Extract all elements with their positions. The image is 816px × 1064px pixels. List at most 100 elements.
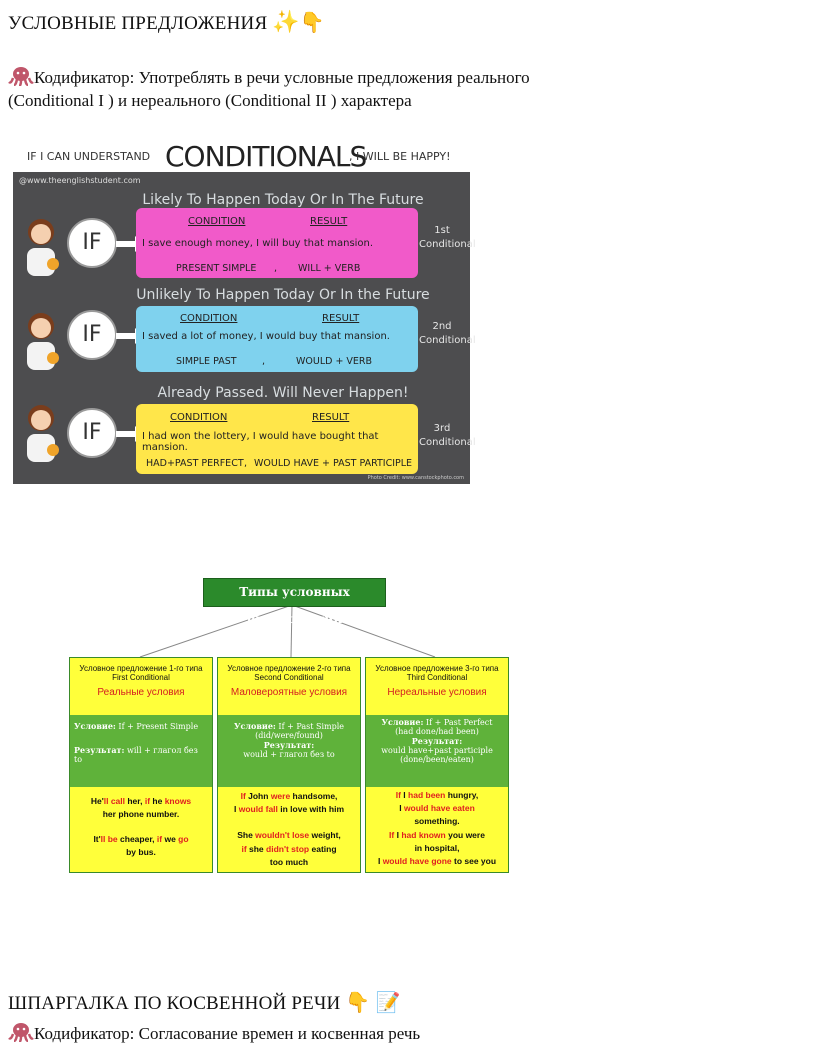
condition-label: CONDITION: [180, 313, 238, 324]
highlighted-word: If: [389, 830, 395, 840]
conditional-tag: 2nd Conditional: [419, 320, 476, 348]
rule-text: (had done/had been): [395, 727, 479, 736]
title2-text: ШПАРГАЛКА ПО КОСВЕННОЙ РЕЧИ: [8, 993, 341, 1014]
highlighted-word: had been: [408, 790, 446, 800]
form-left: SIMPLE PAST: [176, 356, 237, 367]
example-line: He'll call her, if he knows: [70, 795, 212, 808]
example-line: in hospital,: [366, 841, 508, 855]
rule-line: Результат:: [370, 736, 504, 746]
memo-icon: 📝: [375, 990, 401, 1014]
rule-line: Условие: If + Past Simple: [222, 721, 356, 731]
column-rules: Условие: If + Past Perfect (had done/had…: [366, 715, 508, 787]
column-head-subtitle: Second Conditional: [254, 673, 324, 682]
column-head-type: Нереальные условия: [387, 687, 487, 698]
rule-text: will + глагол без to: [74, 746, 198, 764]
rule-line: (did/were/found): [222, 731, 356, 740]
example-sentence: I saved a lot of money, I would buy that…: [142, 331, 390, 342]
example-text: he: [150, 796, 165, 806]
example-line: If I had known you were: [366, 828, 508, 842]
girl-illustration: [27, 219, 59, 276]
example-text: weight,: [309, 830, 341, 840]
highlighted-word: if: [144, 796, 151, 806]
codifier-text-2: Кодификатор: Согласование времен и косве…: [34, 1024, 421, 1043]
highlighted-word: If: [240, 791, 246, 801]
example-text: cheaper,: [117, 834, 157, 844]
rule-text: If + Past Perfect: [423, 718, 493, 727]
rule-text: (done/been/eaten): [400, 755, 474, 764]
title-text: УСЛОВНЫЕ ПРЕДЛОЖЕНИЯ: [8, 13, 268, 34]
form-left: PRESENT SIMPLE: [176, 263, 257, 274]
example-text: It': [93, 834, 101, 844]
column-rules: Условие: If + Present Simple Результат: …: [70, 715, 212, 787]
column-rules: Условие: If + Past Simple (did/were/foun…: [218, 715, 360, 787]
site-credit: @www.theenglishstudent.com: [19, 176, 141, 185]
tag-top: 3rd: [433, 423, 451, 434]
result-label: RESULT: [322, 313, 360, 324]
rule-text: If + Past Simple: [275, 722, 345, 731]
rule-label: Условие:: [381, 717, 424, 727]
highlighted-word: had known: [401, 830, 446, 840]
row-title: Unlikely To Happen Today Or In the Futur…: [136, 287, 430, 303]
rule-text: would + глагол без to: [243, 750, 335, 759]
rule-text: would have+past participle: [381, 746, 493, 755]
example-line: She wouldn't lose weight,: [218, 828, 360, 842]
if-circle: IF: [67, 310, 117, 360]
form-left: HAD+PAST PERFECT: [146, 458, 244, 469]
codifier-line-3: Кодификатор: Согласование времен и косве…: [8, 1022, 420, 1044]
example-text: we: [162, 834, 179, 844]
highlighted-word: ll be: [100, 834, 118, 844]
example-line: It'll be cheaper, if we go: [70, 833, 212, 846]
diagram-root: Типы условных предложений: [203, 578, 386, 626]
rule-label: Результат:: [263, 740, 315, 750]
result-label: RESULT: [310, 216, 348, 227]
tag-bottom: Conditional: [419, 335, 476, 346]
example-text: He': [90, 796, 104, 806]
example-line: by bus.: [70, 846, 212, 859]
example-text: hungry,: [445, 790, 479, 800]
row-title: Already Passed. Will Never Happen!: [157, 385, 409, 401]
tag-bottom: Conditional: [419, 239, 476, 250]
tag-top: 2nd: [432, 321, 452, 332]
column-head: Условное предложение 1-го типа First Con…: [70, 658, 212, 715]
tag-bottom: Conditional: [419, 437, 476, 448]
codifier-line-1: Кодификатор: Употреблять в речи условные…: [8, 66, 530, 88]
result-label: RESULT: [312, 412, 350, 423]
highlighted-word: would have gone: [382, 856, 452, 866]
example-line: I would fall in love with him: [218, 802, 360, 816]
example-sentence: I save enough money, I will buy that man…: [142, 238, 374, 249]
column-head: Условное предложение 3-го типа Third Con…: [366, 658, 508, 715]
example-line: If John were handsome,: [218, 789, 360, 803]
form-right: WILL + VERB: [298, 263, 361, 274]
rule-line: (done/been/eaten): [370, 755, 504, 764]
column-head: Условное предложение 2-го типа Second Co…: [218, 658, 360, 715]
example-text: something.: [414, 816, 460, 826]
type-3-column: Условное предложение 3-го типа Third Con…: [365, 657, 509, 873]
rule-line: would + глагол без to: [222, 750, 356, 759]
example-line: her phone number.: [70, 808, 212, 821]
codifier-line-2: (Conditional I ) и нереального (Conditio…: [8, 91, 412, 110]
column-head-title: Условное предложение 2-го типа: [227, 664, 351, 673]
rule-line: Условие: If + Present Simple: [74, 721, 208, 731]
pointing-down-icon: 👇: [345, 990, 371, 1014]
rule-line: Результат: will + глагол без to: [74, 745, 208, 764]
girl-illustration: [27, 405, 59, 462]
rule-label: Результат:: [411, 736, 463, 746]
banner-left: IF I CAN UNDERSTAND: [27, 150, 151, 163]
sparkles-icon: ✨: [272, 10, 300, 35]
rule-label: Условие:: [74, 721, 116, 731]
example-text: in love with him: [277, 804, 345, 814]
highlighted-word: were: [270, 791, 291, 801]
example-text: I: [400, 790, 409, 800]
example-sentence: I had won the lottery, I would have boug…: [142, 431, 379, 453]
highlighted-word: knows: [164, 796, 192, 806]
column-head-title: Условное предложение 3-го типа: [375, 664, 499, 673]
rule-line: Результат:: [222, 740, 356, 750]
example-text: I: [399, 803, 404, 813]
rule-label: Условие:: [233, 721, 276, 731]
conditionals-infographic: IF I CAN UNDERSTAND CONDITIONALS , I WIL…: [13, 140, 476, 484]
page-title: УСЛОВНЫЕ ПРЕДЛОЖЕНИЯ ✨👇: [8, 10, 325, 35]
rule-line: (had done/had been): [370, 727, 504, 736]
